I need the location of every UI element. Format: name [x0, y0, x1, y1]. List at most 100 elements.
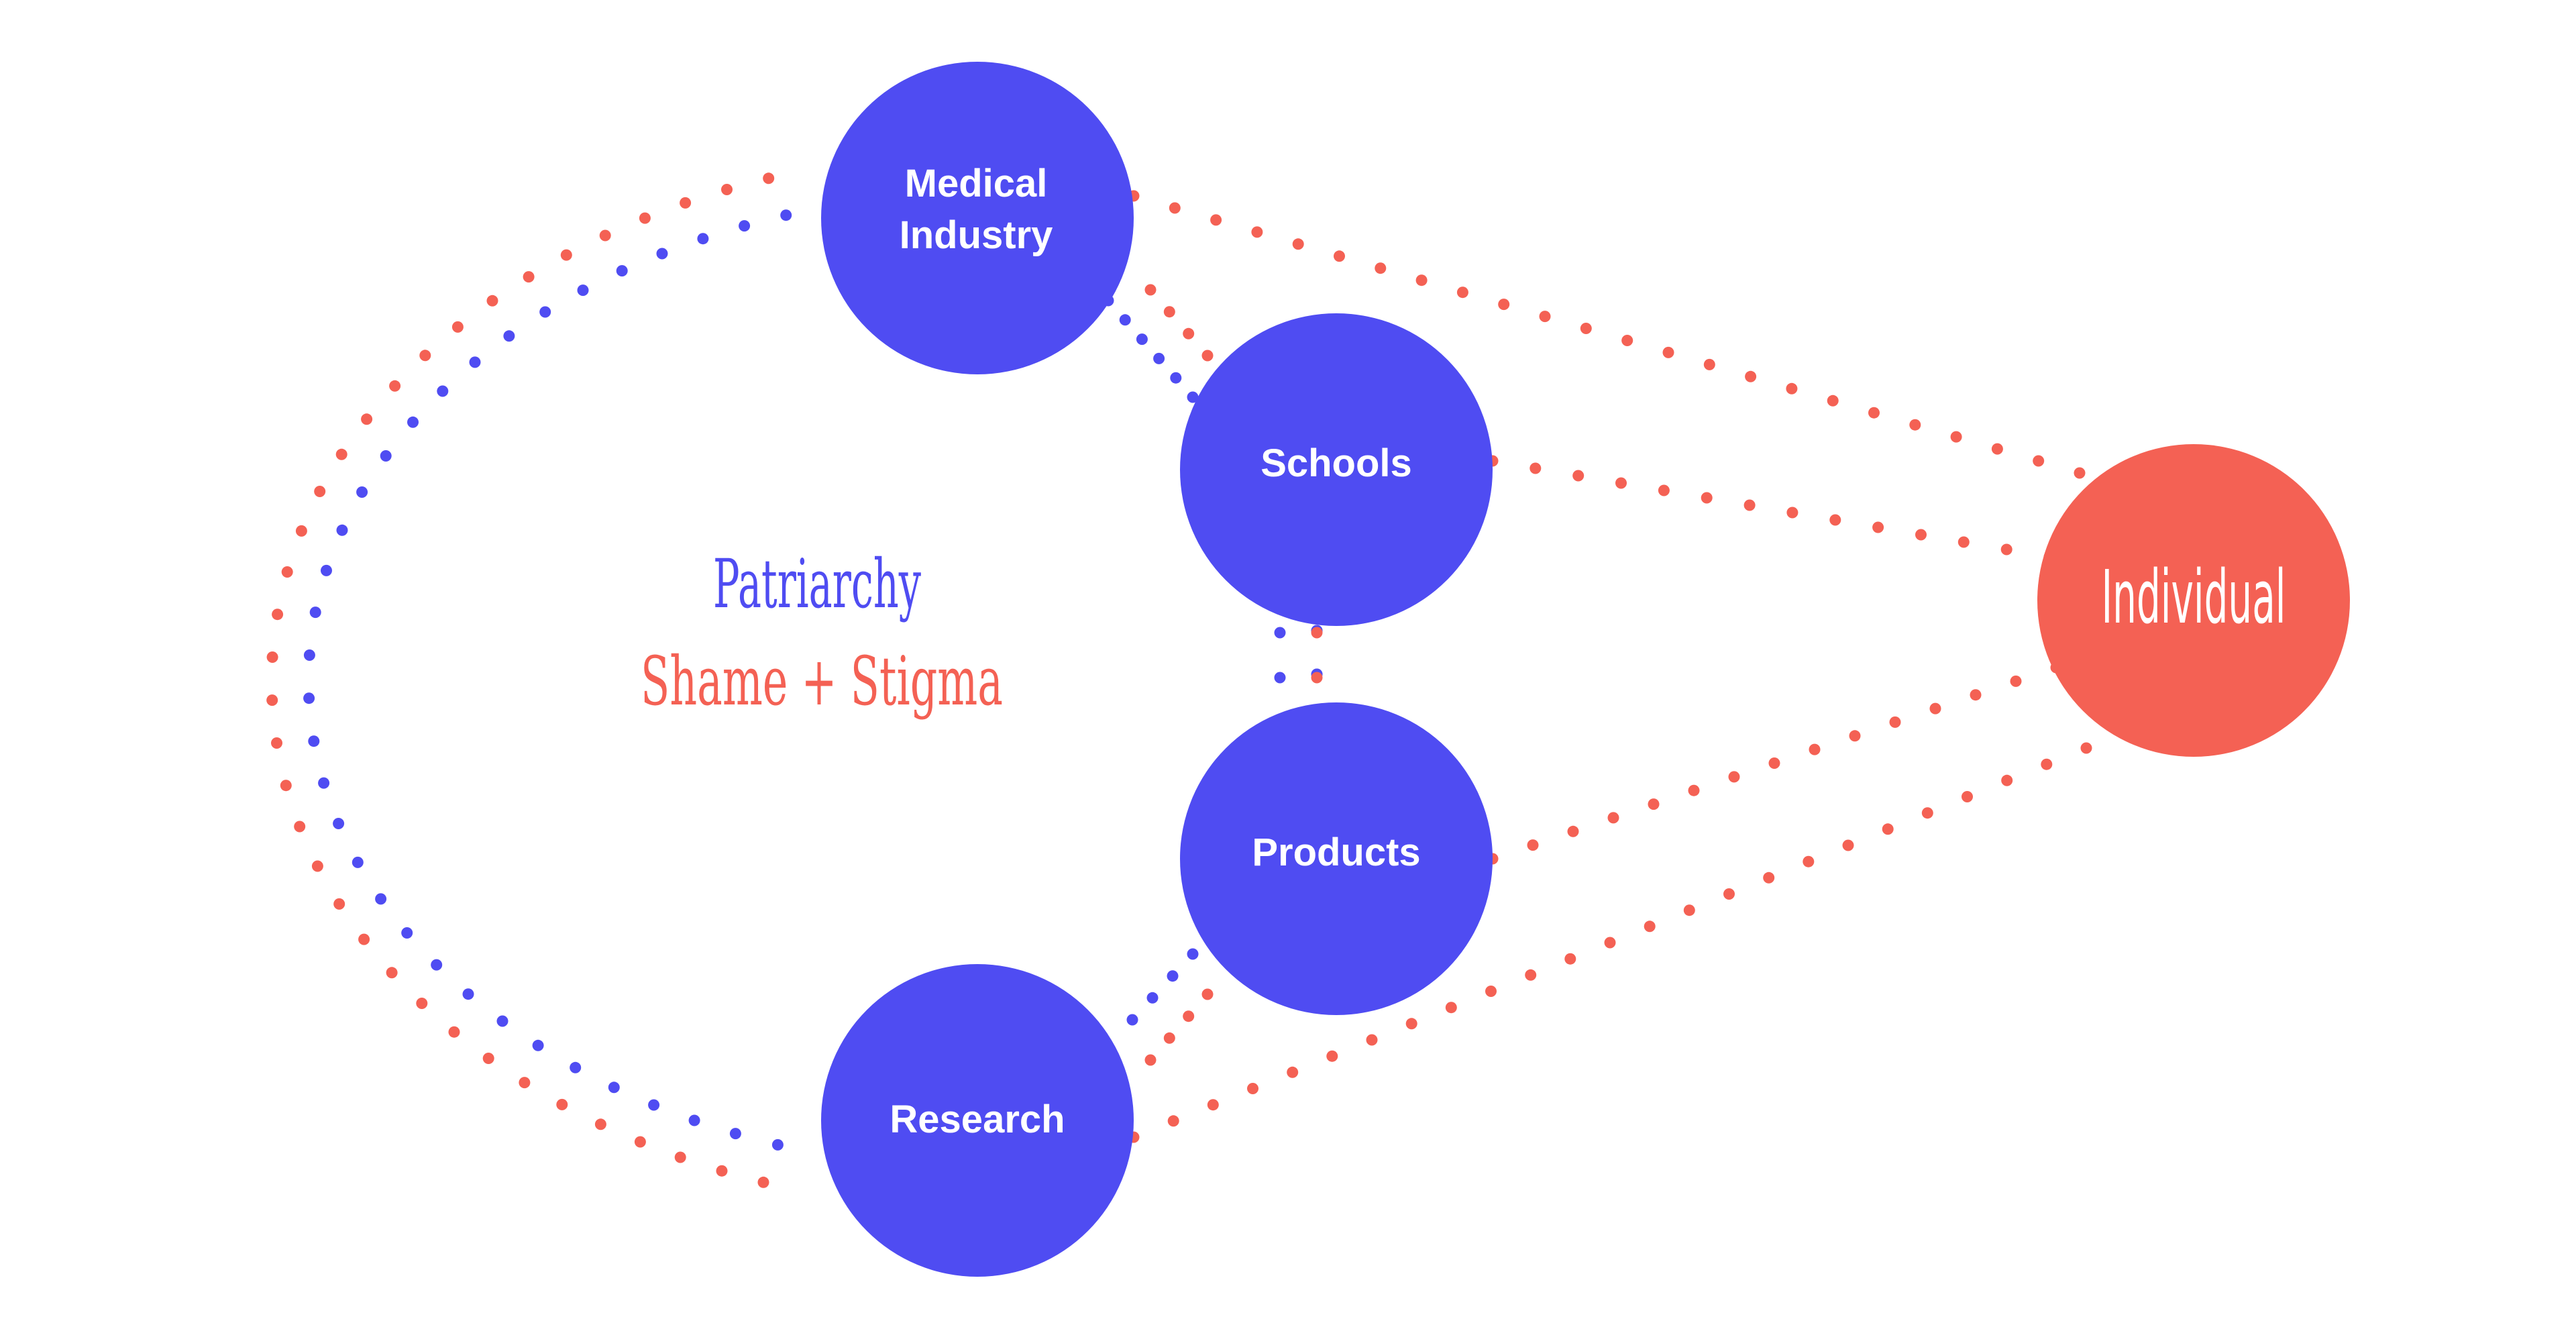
outer-loop-dot-red [271, 737, 282, 749]
outer-loop-dot-red [314, 486, 326, 497]
schools-label: Schools [1260, 441, 1412, 485]
schools-products-dot-red [1311, 627, 1323, 639]
research-individual-dot [1564, 953, 1576, 965]
medical-individual-dot [1662, 346, 1674, 358]
schools-individual-dot [1658, 484, 1670, 496]
products-research-dot-blue [1187, 948, 1199, 960]
outer-loop-dot-blue [577, 284, 589, 297]
products-node [1180, 702, 1493, 1015]
outer-loop-dot-blue [321, 564, 332, 576]
medical-individual-dot [1292, 238, 1304, 250]
center-text: Patriarchy Shame + Stigma [641, 545, 1003, 721]
schools-individual-dot [1615, 477, 1627, 489]
outer-loop-dot-blue [303, 649, 315, 661]
medical-industry-node [821, 62, 1134, 374]
outer-loop-dot-red [333, 898, 345, 910]
outer-loop-dot-blue [469, 356, 481, 368]
research-individual-dot [2080, 742, 2092, 754]
outer-loop-dot-red [266, 694, 278, 706]
schools-individual-dot [1701, 492, 1713, 504]
schools-individual-dot [1572, 470, 1585, 482]
medical-schools-dot-blue [1170, 372, 1182, 384]
research-node [821, 964, 1134, 1277]
products-research-dot-blue [1146, 992, 1159, 1004]
products-individual-dot [1688, 784, 1700, 796]
outer-loop-dot-red [556, 1098, 568, 1110]
individual-label: Individual [2102, 554, 2286, 640]
schools-individual-dot [1957, 536, 1970, 548]
products-individual-dot [1889, 716, 1901, 728]
outer-loop-dot-red [674, 1151, 686, 1163]
outer-loop-dot-red [757, 1176, 769, 1188]
nodes: Medical Industry Schools Products Resear… [821, 62, 2350, 1277]
research-individual-dot [1366, 1034, 1378, 1046]
schools-node [1180, 313, 1493, 626]
outer-loop-dot-red [280, 780, 292, 792]
outer-loop-dot-blue [318, 777, 330, 789]
research-individual-dot [1247, 1083, 1258, 1094]
outer-loop-dot-blue [539, 306, 551, 318]
medical-schools-dot-blue [1136, 333, 1148, 346]
medical-individual-dot [1415, 274, 1428, 286]
medical-individual-dot [1950, 431, 1962, 443]
products-research-dot-red [1201, 988, 1214, 1000]
schools-individual-dot [1743, 499, 1756, 511]
medical-individual-dot [1375, 262, 1387, 274]
research-individual-dot [1962, 791, 1973, 802]
products-research-dot-blue [1126, 1014, 1138, 1026]
research-individual-dot [1485, 986, 1497, 997]
outer-loop-dot-red [272, 609, 284, 621]
outer-loop-dot-red [358, 933, 370, 945]
products-label: Products [1252, 831, 1420, 874]
medical-individual-dot [1498, 299, 1510, 311]
medical-individual-dot [1169, 202, 1181, 214]
research-label: Research [890, 1098, 1065, 1141]
outer-loop-dot-red [594, 1118, 606, 1130]
research-individual-dot [1287, 1066, 1299, 1078]
outer-loop-dot-blue [656, 248, 668, 260]
medical-individual-dot [1251, 226, 1263, 238]
medical-individual-dot [1909, 419, 1921, 431]
outer-loop-dot-red [294, 821, 306, 833]
medical-individual-dot [1745, 370, 1757, 382]
outer-loop-dot-red [560, 249, 572, 261]
outer-loop-dot-red [361, 413, 373, 425]
outer-loop-dot-red [486, 295, 498, 307]
outer-loop-dot-red [599, 229, 611, 242]
medical-individual-dot [1786, 382, 1798, 394]
outer-loop-dot-red [448, 1026, 460, 1038]
outer-loop-dot-red [482, 1053, 494, 1064]
products-research-dot-blue [1167, 970, 1179, 982]
medical-individual-dot [1456, 286, 1468, 299]
research-individual-dot [1604, 937, 1616, 949]
outer-loop-dot-blue [401, 927, 413, 939]
research-individual-dot [2041, 758, 2053, 770]
products-individual-dot [1970, 689, 1982, 701]
products-individual-dot [1648, 798, 1660, 810]
outer-loop-dot-red [389, 380, 401, 392]
schools-individual-dot [1915, 529, 1927, 541]
outer-loop-dot-blue [352, 856, 364, 868]
research-individual-dot [1326, 1050, 1338, 1062]
outer-loop-dot-blue [496, 1015, 508, 1027]
outer-loop-dot-blue [437, 385, 449, 397]
outer-loop-dot-blue [616, 265, 628, 277]
products-individual-dot [1768, 757, 1780, 769]
outer-loop-dot-blue [336, 524, 348, 536]
products-individual-dot [1728, 771, 1740, 783]
products-research-dot-red [1163, 1032, 1175, 1044]
outer-loop-dot-red [716, 1165, 728, 1177]
outer-loop-dot-blue [771, 1139, 784, 1151]
research-individual-dot [2001, 774, 2013, 786]
research-individual-dot [1723, 888, 1735, 900]
dotted-connectors [266, 172, 2092, 1188]
outer-loop-dot-blue [356, 486, 368, 498]
outer-loop-dot-red [721, 184, 733, 195]
medical-individual-dot [1580, 323, 1592, 334]
outer-loop-dot-blue [503, 330, 515, 342]
schools-individual-dot [2000, 543, 2012, 556]
schools-individual-dot [1872, 521, 1884, 533]
schools-products-dot-red [1311, 672, 1323, 684]
medical-individual-dot [1621, 335, 1633, 346]
patriarchy-label: Patriarchy [713, 545, 921, 623]
